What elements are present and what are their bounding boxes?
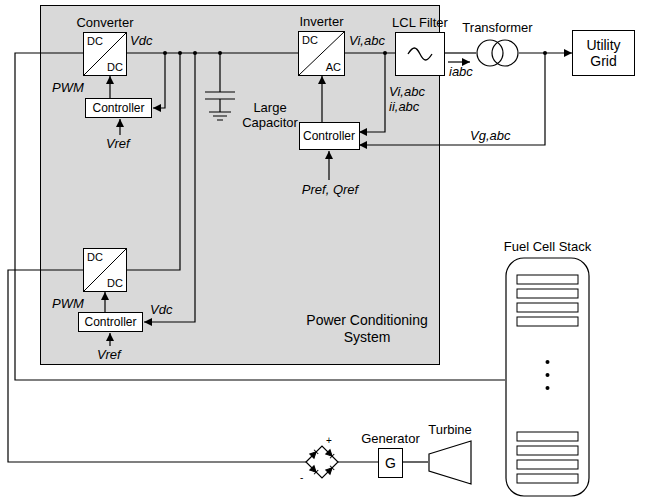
box-body: Controller	[79, 313, 142, 331]
box-body: Controller	[86, 99, 151, 117]
heading-label: Converter	[76, 15, 133, 30]
box-text: Controller	[84, 315, 136, 329]
shape-outline	[396, 33, 444, 75]
heading-label: LCL Filter	[392, 15, 448, 30]
heading-label: Generator	[361, 431, 420, 446]
filter-box: LCL Filter	[395, 32, 445, 76]
controller-box: Controller	[85, 98, 152, 118]
input-type: DC	[87, 251, 103, 263]
signal-label: +	[326, 433, 332, 448]
signal-label: Vdc	[150, 302, 172, 317]
signal-label: Vi,abc	[349, 33, 385, 48]
system-panel: Power Conditioning System ConverterDC DC Co…	[40, 5, 440, 365]
signal-label: Vref	[97, 347, 121, 362]
edge-label: PWM	[52, 296, 84, 311]
wire-connector	[519, 52, 572, 53]
shape-outline	[505, 257, 590, 497]
signal-label: Large Capacitor	[238, 100, 302, 130]
signal-label: Vi,abc	[389, 84, 425, 99]
static-wires	[8, 53, 545, 478]
shape-outline	[476, 38, 519, 68]
grid-box: Utility Grid	[572, 30, 635, 76]
controller-box: Controller	[299, 122, 360, 150]
output-type: DC	[107, 277, 123, 289]
bridge-diodes	[310, 450, 334, 474]
converter-box: DC DC	[83, 248, 127, 292]
signal-label: Vg,abc	[470, 128, 510, 143]
box-body: Utility Grid	[573, 31, 634, 75]
inverter-box: InverterDCAC	[298, 31, 345, 76]
edge-label: PWM	[52, 80, 84, 95]
wire-connector	[15, 53, 505, 380]
panel-title: Power Conditioning System	[299, 312, 435, 346]
wire-connector	[445, 52, 476, 53]
controller-box: Controller	[78, 312, 143, 332]
box-body: Controller	[300, 123, 359, 149]
box-text: Controller	[303, 129, 355, 143]
signal-label: Vdc	[130, 33, 152, 48]
signal-label: Pref, Qref	[301, 182, 359, 197]
converter-box: ConverterDCDC	[83, 32, 127, 76]
wire-connector	[127, 52, 298, 53]
input-type: DC	[87, 35, 103, 47]
heading-label: Turbine	[428, 422, 472, 437]
wire-connector	[403, 461, 428, 462]
output-type: AC	[326, 61, 341, 73]
fuel-cell-stack: Fuel Cell Stack	[505, 257, 590, 497]
signal-label: ii,abc	[389, 99, 419, 114]
box-text: G	[385, 455, 396, 471]
transformer-symbol: Transformer	[476, 38, 519, 68]
heading-label: Transformer	[462, 20, 532, 35]
output-type: DC	[107, 61, 123, 73]
heading-label: Fuel Cell Stack	[504, 239, 591, 254]
wire-connector	[345, 52, 395, 53]
signal-label: Vref	[106, 136, 130, 151]
generator-box: GeneratorG	[378, 448, 403, 478]
turbine-symbol: Turbine	[428, 440, 472, 485]
input-type: DC	[302, 34, 318, 46]
box-body: G	[379, 449, 402, 477]
shape-outline	[428, 440, 472, 485]
signal-label: iabc	[449, 64, 473, 79]
signal-label: -	[300, 470, 303, 485]
panel-ground	[40, 5, 440, 365]
wire-connector	[104, 292, 105, 312]
wire-connector	[109, 76, 110, 98]
heading-label: Inverter	[299, 14, 343, 29]
wire-connector	[321, 76, 322, 122]
box-text: Utility Grid	[573, 37, 634, 69]
box-text: Controller	[92, 101, 144, 115]
